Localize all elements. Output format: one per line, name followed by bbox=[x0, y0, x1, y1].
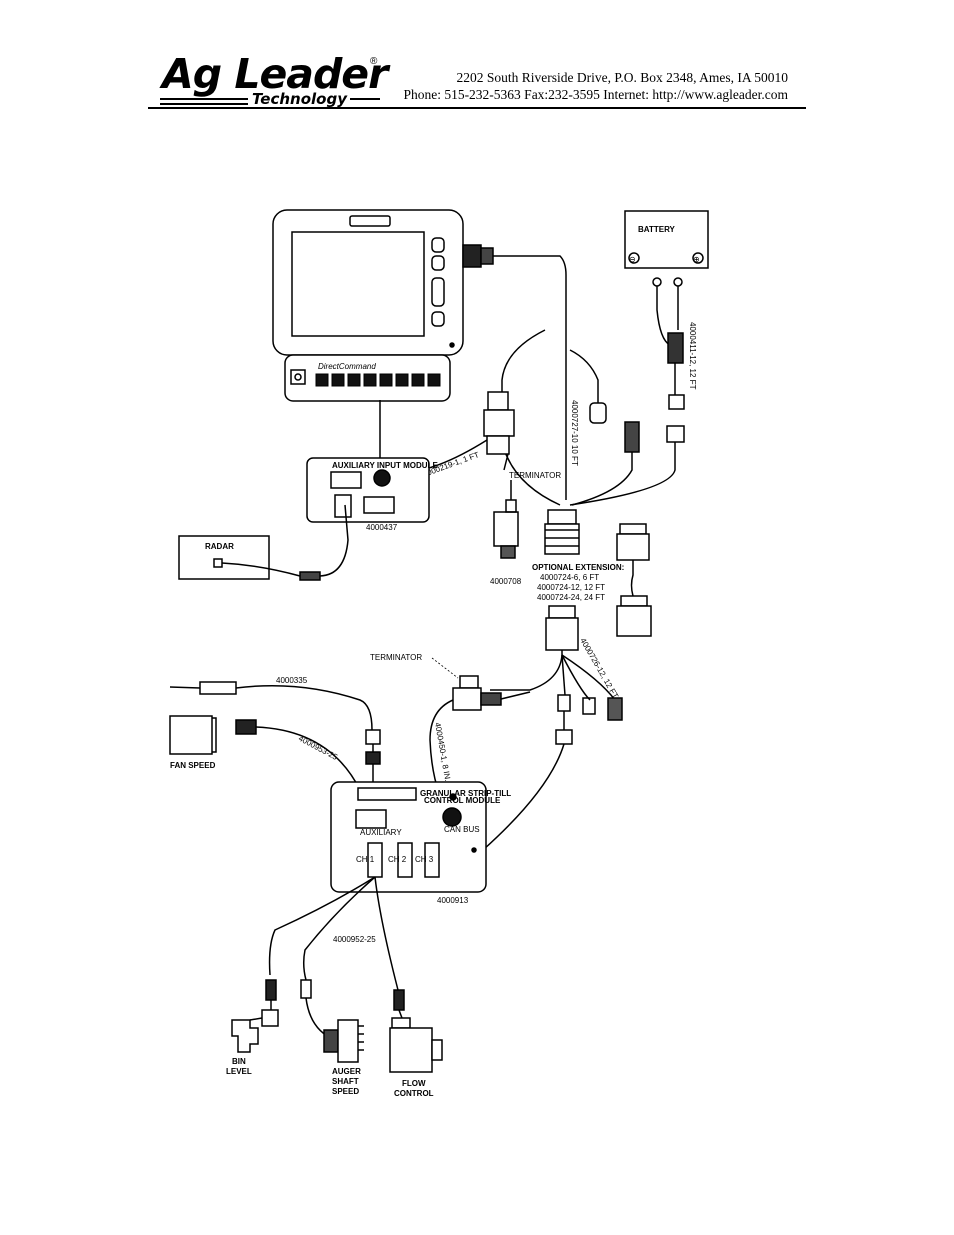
optional-extension-line: 4000724-24, 24 FT bbox=[537, 593, 605, 602]
battery-positive-icon: ⊕ bbox=[693, 255, 700, 264]
battery-cable-label: 4000411-12, 12 FT bbox=[688, 322, 697, 390]
ag-leader-logo: Ag Leader ® Technology bbox=[160, 50, 390, 112]
company-contact: Phone: 515-232-5363 Fax:232-3595 Interne… bbox=[403, 87, 788, 102]
auger-label: SHAFT bbox=[332, 1077, 359, 1086]
lower-harness-connector bbox=[482, 605, 623, 851]
part-4000335-label: 4000335 bbox=[276, 676, 308, 685]
control-module-ch3: CH 3 bbox=[415, 855, 434, 864]
company-address: 2202 South Riverside Drive, P.O. Box 234… bbox=[456, 70, 788, 85]
auger-label: AUGER bbox=[332, 1067, 361, 1076]
auger-label: SPEED bbox=[332, 1087, 359, 1096]
terminator-top-label: TERMINATOR bbox=[509, 471, 561, 480]
control-module bbox=[330, 781, 487, 893]
terminator-mid bbox=[429, 657, 531, 821]
connector-4000708 bbox=[493, 480, 519, 559]
directcommand-module bbox=[284, 354, 451, 402]
harness-4000952 bbox=[249, 876, 405, 1041]
aux-input-module bbox=[306, 457, 430, 523]
terminator-top bbox=[483, 329, 546, 471]
control-module-part: 4000913 bbox=[437, 896, 469, 905]
cable-4000450-label: 4000450-1, 8 IN. bbox=[433, 722, 452, 782]
bin-level-sensor bbox=[231, 1019, 259, 1053]
control-module-aux-port: AUXILIARY bbox=[360, 828, 402, 837]
terminator-mid-label: TERMINATOR bbox=[370, 653, 422, 662]
optional-extension-title: OPTIONAL EXTENSION: bbox=[532, 563, 624, 572]
logo-tagline: Technology bbox=[252, 90, 347, 108]
battery-cable bbox=[569, 277, 685, 506]
logo-underline bbox=[160, 98, 248, 100]
directcommand-label: DirectCommand bbox=[318, 362, 376, 371]
control-module-ch2: CH 2 bbox=[388, 855, 407, 864]
radar-unit bbox=[178, 504, 349, 581]
main-harness-connector bbox=[544, 509, 580, 555]
control-module-can-port: CAN BUS bbox=[444, 825, 480, 834]
header-rule bbox=[148, 107, 806, 109]
display-unit bbox=[272, 209, 464, 356]
control-module-ch1: CH 1 bbox=[356, 855, 375, 864]
logo-underline bbox=[350, 98, 380, 100]
optional-extension-line: 4000724-6, 6 FT bbox=[540, 573, 599, 582]
bin-level-label: BIN bbox=[232, 1057, 246, 1066]
aux-module-part: 4000437 bbox=[366, 523, 398, 532]
logo-underline bbox=[160, 103, 248, 105]
optional-extension-line: 4000724-12, 12 FT bbox=[537, 583, 605, 592]
control-module-title: GRANULAR STRIP-TILL bbox=[420, 789, 511, 798]
flow-control-valve bbox=[389, 1017, 443, 1073]
main-harness-label: 4000727-10 10 FT bbox=[570, 400, 579, 466]
radar-label: RADAR bbox=[205, 542, 234, 551]
part-4000708-label: 4000708 bbox=[490, 577, 522, 586]
harness-branches bbox=[499, 349, 640, 506]
logo-wordmark: Ag Leader bbox=[162, 50, 388, 98]
battery-label: BATTERY bbox=[638, 225, 676, 234]
flow-control-label: FLOW bbox=[402, 1079, 426, 1088]
battery-negative-icon: ⊖ bbox=[629, 255, 636, 264]
flow-control-label: CONTROL bbox=[394, 1089, 434, 1098]
bin-level-label: LEVEL bbox=[226, 1067, 252, 1076]
cable-4000726-label: 4000726-12, 12 FT bbox=[578, 637, 620, 701]
control-module-title: CONTROL MODULE bbox=[424, 796, 501, 805]
optional-extension bbox=[616, 523, 652, 637]
battery bbox=[624, 210, 709, 269]
logo-registered-mark: ® bbox=[370, 56, 378, 67]
cable-4000952-label: 4000952-25 bbox=[333, 935, 376, 944]
aux-module-title: AUXILIARY INPUT MODULE bbox=[332, 461, 438, 470]
cable-4000953-label: 4000953-25 bbox=[297, 734, 339, 762]
auger-shaft-speed-sensor bbox=[323, 1019, 364, 1063]
fan-speed-label: FAN SPEED bbox=[170, 761, 216, 770]
fan-speed-sensor bbox=[169, 681, 381, 816]
directcommand-connectors bbox=[315, 373, 441, 387]
display-connector bbox=[462, 244, 567, 500]
